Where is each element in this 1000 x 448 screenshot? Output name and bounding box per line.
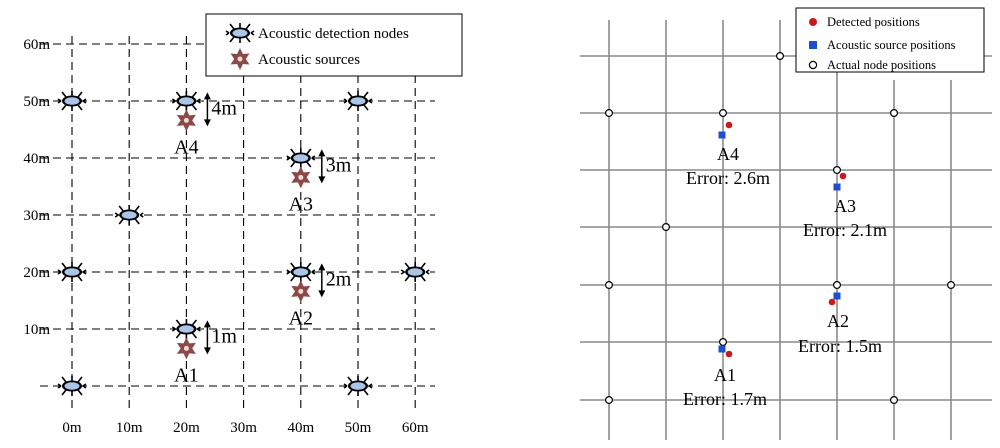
source-label: A2 (289, 307, 313, 329)
detection-node-icon (57, 375, 87, 397)
actual-node-marker (832, 166, 841, 175)
actual-node-marker (661, 223, 670, 232)
acoustic-source-icon (176, 109, 196, 132)
y-tick-label: 20m (23, 265, 50, 281)
actual-node-marker (889, 396, 898, 405)
detection-node-icon (57, 90, 87, 112)
y-tick-label: 50m (23, 94, 50, 110)
arrow-head-down (203, 347, 211, 355)
left-legend: Acoustic detection nodes Acoustic source… (205, 13, 463, 77)
right-source-label: A2 (827, 311, 849, 331)
detection-node-icon (400, 261, 431, 283)
arrow-head-down (318, 176, 326, 184)
actual-node-marker (604, 108, 613, 117)
acoustic-source-icon (291, 166, 311, 189)
right-source-label: A1 (714, 365, 736, 385)
legend-actual-icon (808, 60, 818, 70)
y-tick-label: 10m (23, 322, 50, 338)
x-tick-label: 50m (345, 420, 372, 436)
left-legend-box (205, 13, 463, 77)
x-tick-label: 60m (402, 420, 429, 436)
actual-node-marker (718, 108, 727, 117)
legend-nodes-label: Acoustic detection nodes (258, 26, 409, 42)
error-label: Error: 1.7m (683, 389, 767, 409)
detection-node-icon (171, 318, 202, 340)
left-sources: A1 1m A2 2m A3 3m A4 4m (174, 92, 352, 386)
legend-sources-label: Acoustic sources (258, 52, 360, 68)
detected-position-marker (828, 298, 836, 306)
distance-label: 3m (326, 154, 352, 176)
actual-node-marker (832, 281, 841, 290)
arrow-head-up (318, 149, 326, 157)
actual-node-marker (604, 396, 613, 405)
right-source-label: A4 (717, 144, 739, 164)
actual-node-marker (775, 51, 784, 60)
x-tick-label: 0m (62, 420, 82, 436)
x-tick-label: 20m (173, 420, 200, 436)
acoustic-source-icon (176, 337, 196, 360)
left-panel: 0m 10m 20m 30m 40m 50m 60m 10m 20m 30m 40m 50m 60m A… (23, 13, 463, 436)
source-position-marker (833, 292, 841, 300)
detected-position-marker (725, 121, 733, 129)
detection-node-icon (343, 375, 373, 397)
source-label: A1 (174, 364, 198, 386)
legend-actual-label: Actual node positions (827, 58, 936, 72)
right-marks (604, 51, 955, 405)
legend-detected-icon (809, 18, 817, 26)
source-position-marker (718, 345, 726, 353)
actual-node-marker (946, 281, 955, 290)
actual-node-marker (718, 338, 727, 347)
source-label: A3 (289, 193, 313, 215)
right-grid (580, 20, 992, 440)
x-tick-label: 30m (230, 420, 257, 436)
acoustic-source-icon (291, 280, 311, 303)
x-tick-label: 40m (287, 420, 314, 436)
right-legend: Detected positions Acoustic source posit… (795, 7, 985, 73)
left-grid (40, 36, 435, 410)
legend-detected-label: Detected positions (827, 15, 920, 29)
right-source-label: A3 (834, 196, 856, 216)
detection-node-icon (343, 90, 373, 112)
distance-label: 2m (326, 268, 352, 290)
legend-source-icon (809, 41, 817, 49)
y-tick-label: 60m (23, 37, 50, 53)
right-legend-box (795, 7, 985, 73)
actual-node-marker (889, 108, 898, 117)
distance-label: 1m (211, 325, 237, 347)
source-label: A4 (174, 136, 198, 158)
error-label: Error: 2.6m (686, 168, 770, 188)
detection-node-icon (114, 204, 144, 226)
source-position-marker (718, 131, 726, 139)
error-label: Error: 1.5m (798, 336, 882, 356)
y-tick-label: 40m (23, 151, 50, 167)
detection-node-icon (57, 261, 87, 283)
detected-position-marker (725, 350, 733, 358)
y-tick-label: 30m (23, 208, 50, 224)
source-position-marker (833, 183, 841, 191)
left-tick-labels: 0m 10m 20m 30m 40m 50m 60m 10m 20m 30m 40m 50m 60m (23, 37, 429, 436)
error-label: Error: 2.1m (803, 220, 887, 240)
x-tick-label: 10m (116, 420, 143, 436)
arrow-head-up (318, 263, 326, 271)
actual-node-marker (604, 281, 613, 290)
detection-node-icon (171, 90, 202, 112)
detection-node-icon (285, 261, 316, 283)
arrow-head-up (203, 92, 211, 100)
detection-node-icon (285, 147, 316, 169)
legend-source-label: Acoustic source positions (827, 38, 956, 52)
arrow-head-down (203, 119, 211, 127)
arrow-head-down (318, 290, 326, 298)
distance-label: 4m (211, 97, 237, 119)
detected-position-marker (839, 172, 847, 180)
arrow-head-up (203, 320, 211, 328)
